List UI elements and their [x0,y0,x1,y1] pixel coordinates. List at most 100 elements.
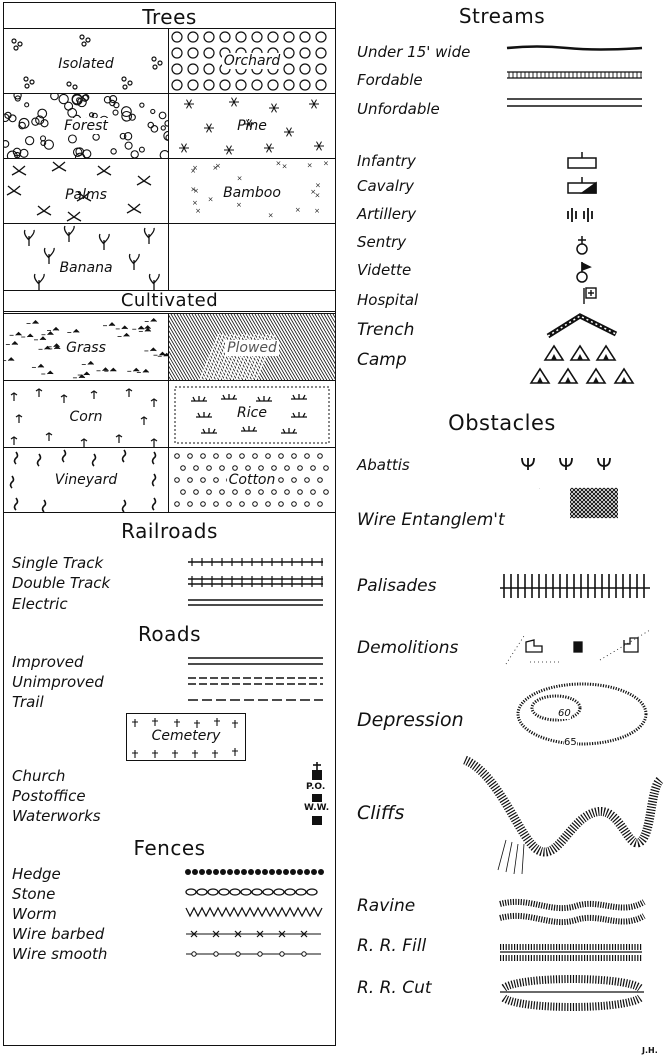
trench-icon [548,316,616,336]
cemetery-symbol: Cemetery [126,713,246,761]
svg-text:×: × [295,206,301,214]
signature: J.H. [642,1046,658,1055]
abattis-icon [522,458,610,470]
building-symbols [306,762,328,824]
svg-text:×: × [212,164,218,172]
depression-outer-number: 65 [564,737,577,748]
bamboo-label: Bamboo [169,185,335,201]
rr-cut-label: R. R. Cut [357,980,432,997]
unimproved-road-label: Unimproved [12,674,104,691]
svg-text:×: × [323,159,329,167]
road-symbols [188,654,324,704]
streams-heading: Streams [336,4,668,28]
double-track-label: Double Track [12,575,110,592]
artillery-icon [568,208,592,222]
isolated-label: Isolated [4,56,168,72]
isolated-trees-cell: Isolated [3,28,169,94]
svg-text:×: × [307,161,313,169]
cultivated-rule [3,311,336,312]
postoffice-label: Postoffice [12,788,86,805]
grass-cell: Grass [3,313,169,381]
fence-symbols [186,866,324,962]
empty-cell [168,223,336,291]
bamboo-cell: ××××××××××××××××××××× Bamboo [168,158,336,224]
forest-label: Forest [4,118,168,134]
rr-fill-icon [500,947,642,958]
vineyard-cell: Vineyard [3,447,169,513]
palms-cell: Palms [3,158,169,224]
corn-label: Corn [4,409,168,425]
depression-icon [518,684,646,744]
banana-pattern [4,224,169,291]
svg-text:×: × [314,207,320,215]
svg-text:×: × [282,162,288,170]
camp-icon [531,346,633,383]
trees-heading: Trees [3,5,336,29]
sentry-icon [577,236,587,254]
svg-text:×: × [236,201,242,209]
stream-symbols [507,44,643,116]
orchard-cell: Orchard [168,28,336,94]
hospital-label: Hospital [357,292,418,309]
svg-text:×: × [276,160,282,168]
cotton-cell: Cotton [168,447,336,513]
grass-label: Grass [4,340,168,356]
sentry-label: Sentry [357,234,406,251]
depression-label: Depression [357,712,464,729]
vidette-icon [577,262,590,282]
banana-label: Banana [4,260,168,276]
cavalry-label: Cavalry [357,178,414,195]
obstacle-symbols [500,440,665,1020]
railroads-heading: Railroads [3,519,336,543]
worm-label: Worm [12,906,57,923]
depression-inner-number: 60 [558,708,571,719]
palisades-icon [500,574,650,598]
improved-road-label: Improved [12,654,84,671]
pine-cell: Pine [168,93,336,159]
pine-label: Pine [169,118,335,134]
fences-heading: Fences [3,836,336,860]
palms-label: Palms [4,187,168,203]
wire-entanglement-label: Wire Entanglem't [357,512,505,529]
postoffice-icon [312,794,322,802]
electric-label: Electric [12,596,68,613]
cavalry-icon [568,177,596,193]
military-symbols [500,148,660,388]
wire-smooth-label: Wire smooth [12,946,107,963]
stone-label: Stone [12,886,55,903]
palisades-label: Palisades [357,578,437,595]
under-15-wide-label: Under 15' wide [357,44,470,61]
waterworks-label: Waterworks [12,808,101,825]
banana-cell: Banana [3,223,169,291]
infantry-label: Infantry [357,153,416,170]
cliffs-icon [465,760,660,874]
plowed-label: Plowed [169,340,335,356]
abattis-label: Abattis [357,457,410,474]
ravine-icon [500,902,644,922]
infantry-icon [568,152,596,168]
church-label: Church [12,768,65,785]
cliffs-label: Cliffs [357,805,404,822]
fordable-label: Fordable [357,72,423,89]
rice-cell: Rice [168,380,336,448]
ravine-label: Ravine [357,898,415,915]
rr-fill-label: R. R. Fill [357,938,426,955]
waterworks-icon [312,816,322,825]
artillery-label: Artillery [357,206,416,223]
camp-label: Camp [357,352,407,369]
svg-text:×: × [268,212,274,220]
plowed-cell: Plowed [168,313,336,381]
svg-text:×: × [237,175,243,183]
hedge-label: Hedge [12,866,61,883]
church-icon [312,770,322,780]
roads-heading: Roads [3,622,336,646]
svg-text:×: × [192,164,198,172]
forest-cell: Forest [3,93,169,159]
cultivated-heading: Cultivated [3,290,336,311]
po-mark: P.O. [306,782,325,792]
svg-text:×: × [195,207,201,215]
unfordable-label: Unfordable [357,101,440,118]
vineyard-label: Vineyard [4,472,168,488]
rice-label: Rice [169,405,335,421]
cotton-label: Cotton [169,472,335,488]
